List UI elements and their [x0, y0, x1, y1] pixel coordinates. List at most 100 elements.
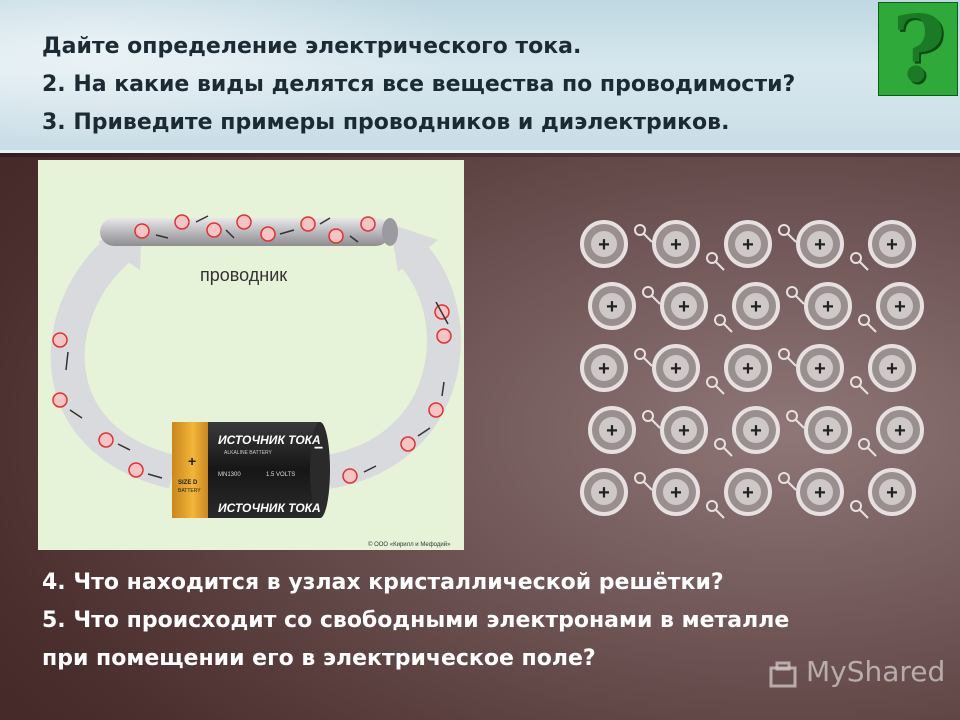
lattice-ion: +: [652, 344, 700, 392]
svg-text:+: +: [886, 482, 898, 504]
svg-text:+: +: [822, 420, 834, 442]
svg-text:+: +: [606, 296, 618, 318]
lattice-ion: +: [876, 282, 924, 330]
battery-subtext: ALKALINE BATTERY: [224, 450, 273, 456]
lattice-electron-arrow: [643, 233, 653, 243]
header-divider: [0, 150, 960, 153]
svg-text:+: +: [606, 420, 618, 442]
battery-size-sub: BATTERY: [178, 488, 201, 494]
watermark-text: MyShared: [806, 655, 946, 688]
lattice-electron: [714, 438, 726, 450]
copyright: © ООО «Кирилл и Мефодий»: [368, 541, 451, 548]
lattice-electron: [778, 224, 790, 236]
lattice-ion: +: [804, 406, 852, 454]
crystal-lattice-icon: +++++++++++++++++++++++++: [580, 220, 924, 519]
lattice-ion: +: [732, 282, 780, 330]
right-arrow-head: [390, 224, 438, 272]
lattice-ion: +: [868, 344, 916, 392]
lattice-electron: [858, 314, 870, 326]
rod-end: [382, 218, 398, 246]
lattice-electron-arrow: [643, 481, 653, 491]
lattice-ion: +: [580, 220, 628, 268]
lattice-electron-arrow: [795, 295, 805, 305]
svg-text:+: +: [822, 296, 834, 318]
lattice-electron-arrow: [651, 419, 661, 429]
svg-text:+: +: [742, 234, 754, 256]
battery-cap: [310, 422, 330, 518]
lattice-electron-arrow: [723, 323, 733, 333]
svg-text:+: +: [598, 482, 610, 504]
svg-text:+: +: [750, 420, 762, 442]
lattice-electron: [706, 252, 718, 264]
question-2: 2. На какие виды делятся все вещества по…: [42, 72, 796, 97]
battery-positive-end: [172, 422, 214, 518]
question-5-cont: при помещении его в электрическое поле?: [42, 646, 596, 671]
question-1: Дайте определение электрического тока.: [42, 34, 582, 59]
lattice-electron-arrow: [867, 447, 877, 457]
lattice-electron: [850, 500, 862, 512]
svg-text:+: +: [814, 482, 826, 504]
svg-text:+: +: [598, 234, 610, 256]
header-band: [0, 0, 960, 152]
lattice-electron: [786, 410, 798, 422]
battery-plus-sign: +: [188, 453, 196, 469]
battery-volts: 1.5 VOLTS: [266, 472, 295, 478]
header-shadow: [0, 153, 960, 157]
left-arc: [50, 237, 178, 489]
lattice-ion: +: [876, 406, 924, 454]
circuit-illustration: проводник ИСТОЧНИК ТОКА ALKALINE BATTERY: [38, 160, 464, 550]
lattice-electron: [714, 314, 726, 326]
lattice-electron: [634, 472, 646, 484]
lattice-electron: [642, 410, 654, 422]
lattice-electron-arrow: [787, 357, 797, 367]
svg-text:+: +: [742, 358, 754, 380]
lattice-electron: [634, 224, 646, 236]
question-4: 4. Что находится в узлах кристаллической…: [42, 570, 724, 595]
lattice-electron-arrow: [859, 385, 869, 395]
lattice-electron: [642, 286, 654, 298]
lattice-electron: [634, 348, 646, 360]
svg-text:+: +: [678, 296, 690, 318]
battery-minus-sign: −: [314, 440, 323, 457]
myshared-logo-icon: [769, 661, 797, 688]
lattice-ion: +: [660, 406, 708, 454]
svg-text:+: +: [670, 358, 682, 380]
svg-text:+: +: [598, 358, 610, 380]
question-3: 3. Приведите примеры проводников и диэле…: [42, 110, 730, 135]
lattice-electron-arrow: [715, 509, 725, 519]
lattice-ion: +: [732, 406, 780, 454]
lattice-electron-arrow: [787, 481, 797, 491]
lattice-electron-arrow: [651, 295, 661, 305]
lattice-electron: [706, 500, 718, 512]
svg-text:+: +: [678, 420, 690, 442]
lattice-electron: [778, 348, 790, 360]
lattice-ion: +: [652, 468, 700, 516]
lattice-ion: +: [588, 406, 636, 454]
lattice-ion: +: [588, 282, 636, 330]
battery-label-bottom: ИСТОЧНИК ТОКА: [218, 501, 321, 515]
svg-text:+: +: [894, 296, 906, 318]
question-mark-icon: ?: [892, 0, 946, 103]
lattice-electron: [858, 438, 870, 450]
lattice-electron: [778, 472, 790, 484]
svg-text:+: +: [814, 234, 826, 256]
lattice-electron: [786, 286, 798, 298]
svg-text:+: +: [670, 482, 682, 504]
lattice-ion: +: [868, 468, 916, 516]
lattice-ion: +: [804, 282, 852, 330]
help-button[interactable]: ?: [878, 0, 958, 103]
circuit-drawing: проводник ИСТОЧНИК ТОКА ALKALINE BATTERY: [50, 214, 461, 548]
svg-text:+: +: [894, 420, 906, 442]
lattice-electron: [850, 376, 862, 388]
crystal-lattice-illustration: +++++++++++++++++++++++++: [570, 210, 930, 520]
svg-text:+: +: [750, 296, 762, 318]
battery-size: SIZE D: [178, 480, 198, 486]
lattice-ion: +: [868, 220, 916, 268]
lattice-ion: +: [724, 468, 772, 516]
lattice-electron-arrow: [715, 385, 725, 395]
lattice-ion: +: [660, 282, 708, 330]
lattice-ion: +: [580, 468, 628, 516]
lattice-electron-arrow: [787, 233, 797, 243]
lattice-ion: +: [796, 344, 844, 392]
lattice-electron-arrow: [867, 323, 877, 333]
